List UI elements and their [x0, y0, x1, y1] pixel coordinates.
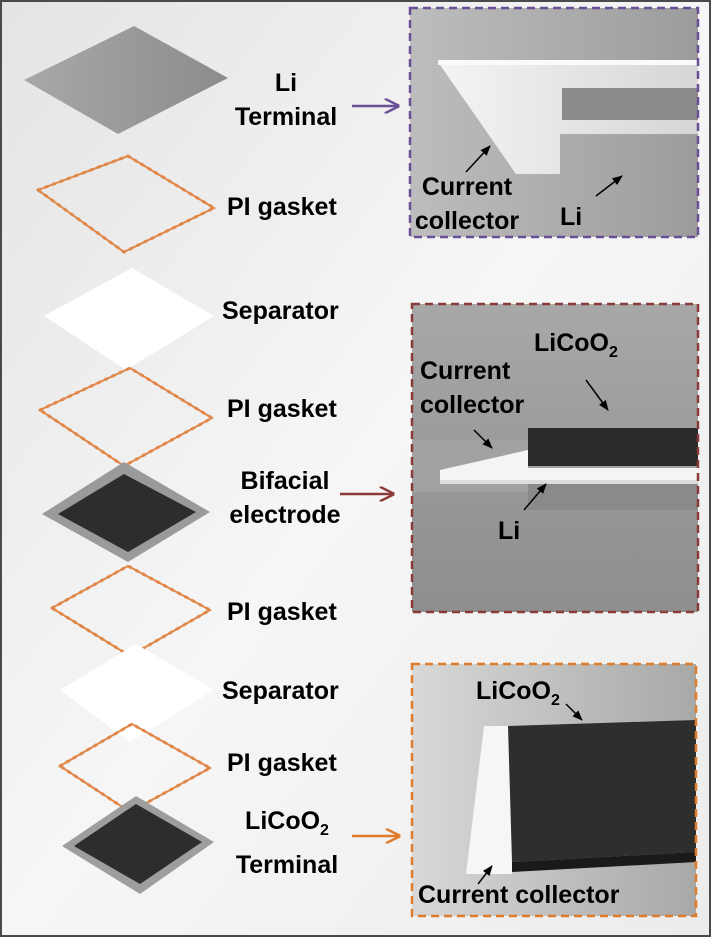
bifacial-li-pointer [523, 483, 547, 511]
pi-gasket-1 [34, 154, 218, 254]
inset-bifacial-border [410, 302, 700, 614]
li-inset-collector-pointer [465, 145, 491, 173]
licoo-collector-pointer [477, 865, 493, 885]
layer-label-separator-2: Separator [222, 677, 339, 705]
separator-1 [44, 268, 214, 370]
pi-gasket-2 [36, 366, 215, 468]
licoo-inset-label: LiCoO2 [476, 677, 560, 709]
inset-licoo-border [410, 662, 698, 918]
layer-label-separator-1: Separator [222, 297, 339, 325]
li-sheet [24, 26, 228, 134]
bifacial-licoo-label: LiCoO2 [534, 329, 618, 361]
inset-bifacial [410, 302, 700, 614]
bifacial-collector-label: Current collector [420, 357, 525, 419]
layer-label-li-terminal: Li Terminal [234, 69, 338, 131]
separator-2 [60, 644, 214, 742]
layer-label-pi-gasket-3: PI gasket [227, 598, 337, 626]
bifacial-collector-pointer [473, 429, 493, 449]
layer-label-pi-gasket-4: PI gasket [227, 749, 337, 777]
layer-label-licoo-terminal: LiCoO2 Terminal [235, 807, 339, 879]
licoo2-terminal-sheet [62, 796, 214, 894]
bifacial-electrode [42, 462, 210, 562]
layer-label-bifacial-electrode: Bifacial electrode [229, 467, 341, 529]
layer-label-pi-gasket-1: PI gasket [227, 193, 337, 221]
licoo-collector-label: Current collector [418, 881, 620, 909]
inset-licoo-terminal [410, 662, 698, 918]
layer-label-pi-gasket-2: PI gasket [227, 395, 337, 423]
licoo-inset-pointer [565, 703, 583, 721]
inset-li-terminal [408, 6, 700, 239]
pi-gasket-4 [57, 722, 214, 814]
li-inset-li-label: Li [560, 203, 583, 231]
pi-gasket-3 [49, 564, 214, 658]
bifacial-licoo-pointer [585, 379, 609, 411]
bifacial-li-label: Li [498, 517, 521, 545]
li-inset-collector-label: Current collector [414, 173, 520, 235]
li-inset-li-pointer [595, 175, 623, 197]
inset-li-border [408, 6, 700, 239]
